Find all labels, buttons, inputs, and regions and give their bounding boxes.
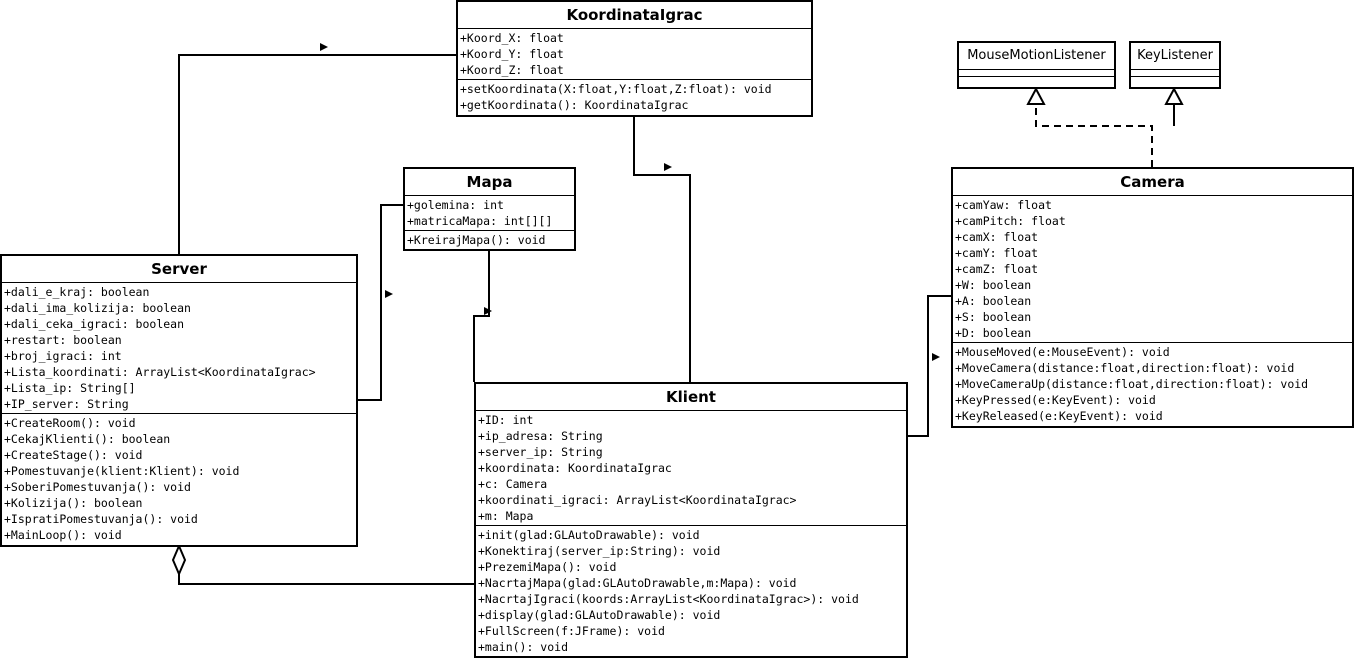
method-row: +display(glad:GLAutoDrawable): void (478, 608, 721, 622)
attribute-row: +camX: float (955, 230, 1039, 244)
attribute-row: +camPitch: float (955, 214, 1066, 228)
attribute-row: +dali_e_kraj: boolean (4, 285, 150, 299)
methods-section: +KreirajMapa(): void (405, 231, 574, 249)
interface-keylistener[interactable]: KeyListener (1129, 41, 1221, 89)
class-camera[interactable]: Camera +camYaw: float+camPitch: float+ca… (951, 167, 1354, 428)
attribute-row: +Koord_Y: float (460, 47, 564, 61)
server-mapa-association (358, 204, 403, 401)
attribute-row: +camYaw: float (955, 198, 1052, 212)
class-server[interactable]: Server +dali_e_kraj: boolean +dali_ima_ko… (0, 254, 358, 547)
class-name: KoordinataIgrac (458, 2, 811, 29)
attribute-row: +W: boolean (955, 278, 1032, 292)
server-klient-aggregation (178, 574, 474, 585)
attribute-row: +restart: boolean (4, 333, 122, 347)
method-row: +FullScreen(f:JFrame): void (478, 624, 665, 638)
method-row: +getKoordinata(): KoordinataIgrac (460, 98, 689, 112)
attributes-section: +golemina: int +matricaMapa: int[][] (405, 196, 574, 231)
attribute-row: +Lista_koordinati: ArrayList<KoordinataI… (4, 365, 316, 379)
method-row: +MouseMoved(e:MouseEvent): void (955, 345, 1170, 359)
aggregation-diamond (171, 543, 187, 577)
association-direction-arrow (320, 43, 328, 51)
attribute-row: +dali_ceka_igraci: boolean (4, 317, 185, 331)
attribute-row: +dali_ima_kolizija: boolean (4, 301, 191, 315)
klient-camera-association (908, 295, 951, 437)
method-row: +Konektiraj(server_ip:String): void (478, 544, 721, 558)
association-direction-arrow (385, 290, 393, 298)
association-direction-arrow (484, 307, 492, 315)
method-row: +MoveCamera(distance:float,direction:flo… (955, 361, 1295, 375)
attribute-row: +ID: int (478, 413, 534, 427)
class-koordinataigrac[interactable]: KoordinataIgrac +Koord_X: float +Koord_Y:… (456, 0, 813, 117)
class-name: Camera (953, 169, 1352, 196)
attribute-row: +c: Camera (478, 477, 548, 491)
interface-mousemotionlistener[interactable]: MouseMotionListener (957, 41, 1116, 89)
method-row: +MoveCameraUp(distance:float,direction:f… (955, 377, 1309, 391)
method-row: +KreirajMapa(): void (407, 233, 546, 247)
method-row: +CreateRoom(): void (4, 416, 136, 430)
class-name: Klient (476, 384, 906, 411)
interface-empty-section (1131, 70, 1219, 77)
class-mapa[interactable]: Mapa +golemina: int +matricaMapa: int[][]… (403, 167, 576, 251)
method-row: +Pomestuvanje(klient:Klient): void (4, 464, 240, 478)
attribute-row: +server_ip: String (478, 445, 603, 459)
klient-mapa-association (473, 250, 490, 382)
attribute-row: +koordinata: KoordinataIgrac (478, 461, 672, 475)
attribute-row: +camY: float (955, 246, 1039, 260)
method-row: +CekajKlienti(): boolean (4, 432, 171, 446)
attribute-row: +A: boolean (955, 294, 1032, 308)
association-direction-arrow (932, 353, 940, 361)
methods-section: +setKoordinata(X:float,Y:float,Z:float):… (458, 80, 811, 114)
attribute-row: +S: boolean (955, 310, 1032, 324)
attributes-section: +Koord_X: float +Koord_Y: float +Koord_Z: … (458, 29, 811, 80)
realization-arrowhead (1026, 86, 1046, 105)
attribute-row: +ip_adresa: String (478, 429, 603, 443)
method-row: +PrezemiMapa(): void (478, 560, 617, 574)
method-row: +IspratiPomestuvanja(): void (4, 512, 198, 526)
method-row: +NacrtajMapa(glad:GLAutoDrawable,m:Mapa)… (478, 576, 797, 590)
attribute-row: +golemina: int (407, 198, 504, 212)
attribute-row: +broj_igraci: int (4, 349, 122, 363)
attribute-row: +IP_server: String (4, 397, 129, 411)
klient-koordinata-association (633, 117, 691, 382)
attributes-section: +ID: int +ip_adresa: String +server_ip: St… (476, 411, 906, 526)
interface-empty-section (959, 70, 1114, 77)
method-row: +MainLoop(): void (4, 528, 122, 542)
method-row: +init(glad:GLAutoDrawable): void (478, 528, 700, 542)
method-row: +KeyReleased(e:KeyEvent): void (955, 409, 1163, 423)
server-koordinata-association (178, 54, 456, 254)
attribute-row: +koordinati_igraci: ArrayList<Koordinata… (478, 493, 797, 507)
method-row: +setKoordinata(X:float,Y:float,Z:float):… (460, 82, 772, 96)
attribute-row: +matricaMapa: int[][] (407, 214, 553, 228)
attribute-row: +D: boolean (955, 326, 1032, 340)
methods-section: +init(glad:GLAutoDrawable): void +Konekti… (476, 526, 906, 656)
attribute-row: +Lista_ip: String[] (4, 381, 136, 395)
method-row: +SoberiPomestuvanja(): void (4, 480, 191, 494)
attribute-row: +Koord_Z: float (460, 63, 564, 77)
attributes-section: +dali_e_kraj: boolean +dali_ima_kolizija:… (2, 283, 356, 414)
class-name: Mapa (405, 169, 574, 196)
association-direction-arrow (664, 163, 672, 171)
attribute-row: +m: Mapa (478, 509, 534, 523)
methods-section: +CreateRoom(): void +CekajKlienti(): bool… (2, 414, 356, 544)
camera-mousemotion-realization (1035, 104, 1153, 167)
method-row: +KeyPressed(e:KeyEvent): void (955, 393, 1156, 407)
method-row: +Kolizija(): boolean (4, 496, 143, 510)
attribute-row: +Koord_X: float (460, 31, 564, 45)
methods-section: +MouseMoved(e:MouseEvent): void +MoveCame… (953, 343, 1352, 425)
method-row: +main(): void (478, 640, 569, 654)
attributes-section: +camYaw: float +camPitch: float +camX: flo… (953, 196, 1352, 343)
method-row: +CreateStage(): void (4, 448, 143, 462)
interface-name: MouseMotionListener (959, 43, 1114, 70)
method-row: +NacrtajIgraci(koords:ArrayList<Koordina… (478, 592, 859, 606)
realization-arrowhead (1164, 86, 1184, 105)
attribute-row: +camZ: float (955, 262, 1039, 276)
class-klient[interactable]: Klient +ID: int +ip_adresa: String +server… (474, 382, 908, 658)
class-name: Server (2, 256, 356, 283)
interface-name: KeyListener (1131, 43, 1219, 70)
